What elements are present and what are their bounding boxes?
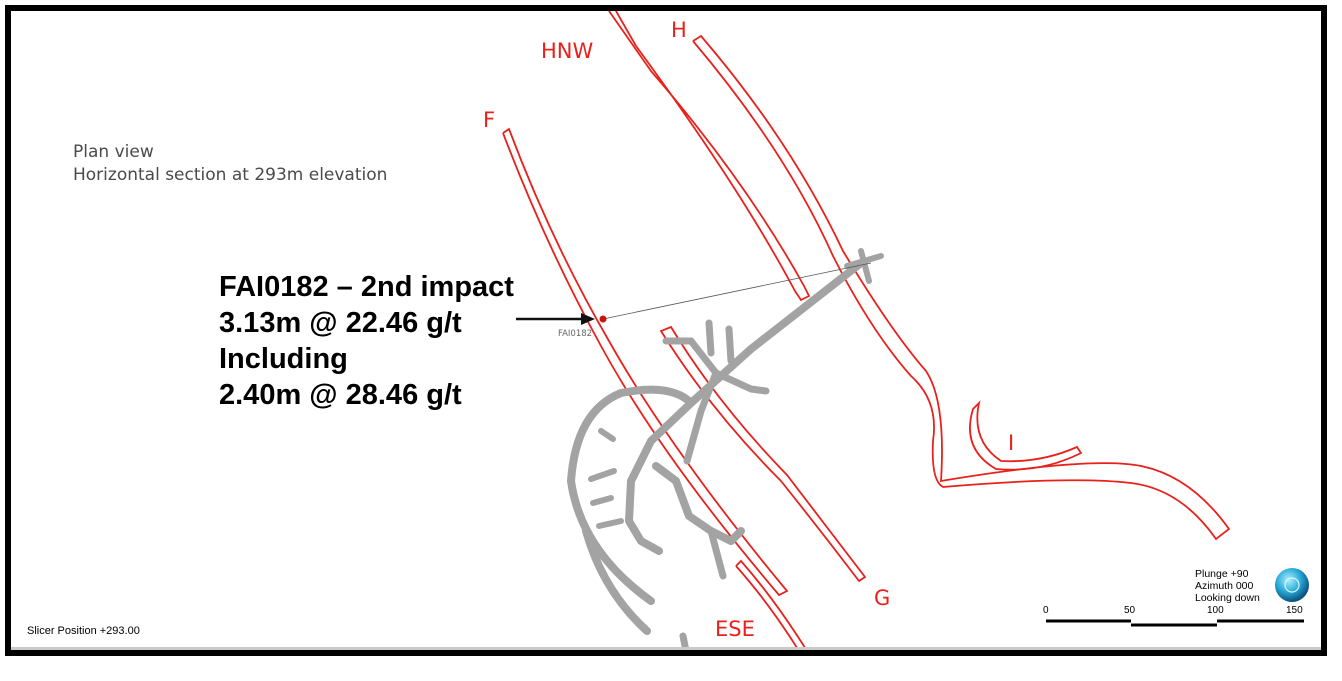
view-orientation-globe-icon[interactable]	[1275, 568, 1309, 602]
scale-tick-100: 100	[1207, 605, 1224, 616]
drillhole-label: FAI0182	[558, 329, 592, 339]
underground-workings	[567, 248, 884, 650]
result-line-3: Including	[219, 343, 348, 375]
fault-label-hnw: HNW	[541, 39, 594, 63]
fault-label-h: H	[671, 18, 687, 42]
result-line-1: FAI0182 – 2nd impact	[219, 271, 514, 303]
fault-label-f: F	[483, 108, 495, 132]
plan-view-subtitle: Horizontal section at 293m elevation	[73, 165, 388, 185]
result-line-2: 3.13m @ 22.46 g/t	[219, 307, 462, 339]
drillhole-intercept-point[interactable]	[599, 315, 607, 323]
looking-label: Looking down	[1195, 592, 1260, 604]
plan-view-title: Plan view	[73, 142, 154, 162]
fault-labels: HNW H F I G ESE	[483, 18, 1014, 641]
map-frame: HNW H F I G ESE	[5, 5, 1327, 656]
fault-traces	[502, 11, 1231, 650]
callout-arrow	[516, 313, 595, 325]
scale-tick-0: 0	[1043, 605, 1049, 616]
view-orientation-text: Plunge +90 Azimuth 000 Looking down	[1195, 568, 1260, 604]
plan-view-caption: Plan view Horizontal section at 293m ele…	[73, 141, 387, 187]
fault-i	[969, 400, 1083, 471]
fault-label-i: I	[1008, 431, 1014, 455]
viewport-bottom-strip	[11, 647, 1321, 650]
drillhole-line	[602, 262, 872, 320]
scale-bar: 0 50 100 150	[1043, 605, 1304, 627]
result-line-4: 2.40m @ 28.46 g/t	[219, 379, 462, 411]
scale-tick-150: 150	[1286, 605, 1303, 616]
fault-hnw	[608, 11, 811, 302]
fault-label-g: G	[874, 586, 890, 610]
plan-map-canvas[interactable]: HNW H F I G ESE	[11, 11, 1321, 651]
fault-ese	[735, 559, 808, 650]
slicer-position: Slicer Position +293.00	[27, 625, 140, 637]
fault-h	[692, 34, 1231, 541]
drillhole-trace: FAI0182	[558, 262, 872, 339]
scale-tick-50: 50	[1124, 605, 1136, 616]
fault-f	[502, 127, 789, 597]
fault-label-ese: ESE	[715, 617, 755, 641]
azimuth-label: Azimuth 000	[1195, 580, 1254, 592]
fault-g	[659, 325, 867, 583]
drillhole-result-callout: FAI0182 – 2nd impact 3.13m @ 22.46 g/t I…	[219, 269, 514, 413]
plunge-label: Plunge +90	[1195, 568, 1249, 580]
